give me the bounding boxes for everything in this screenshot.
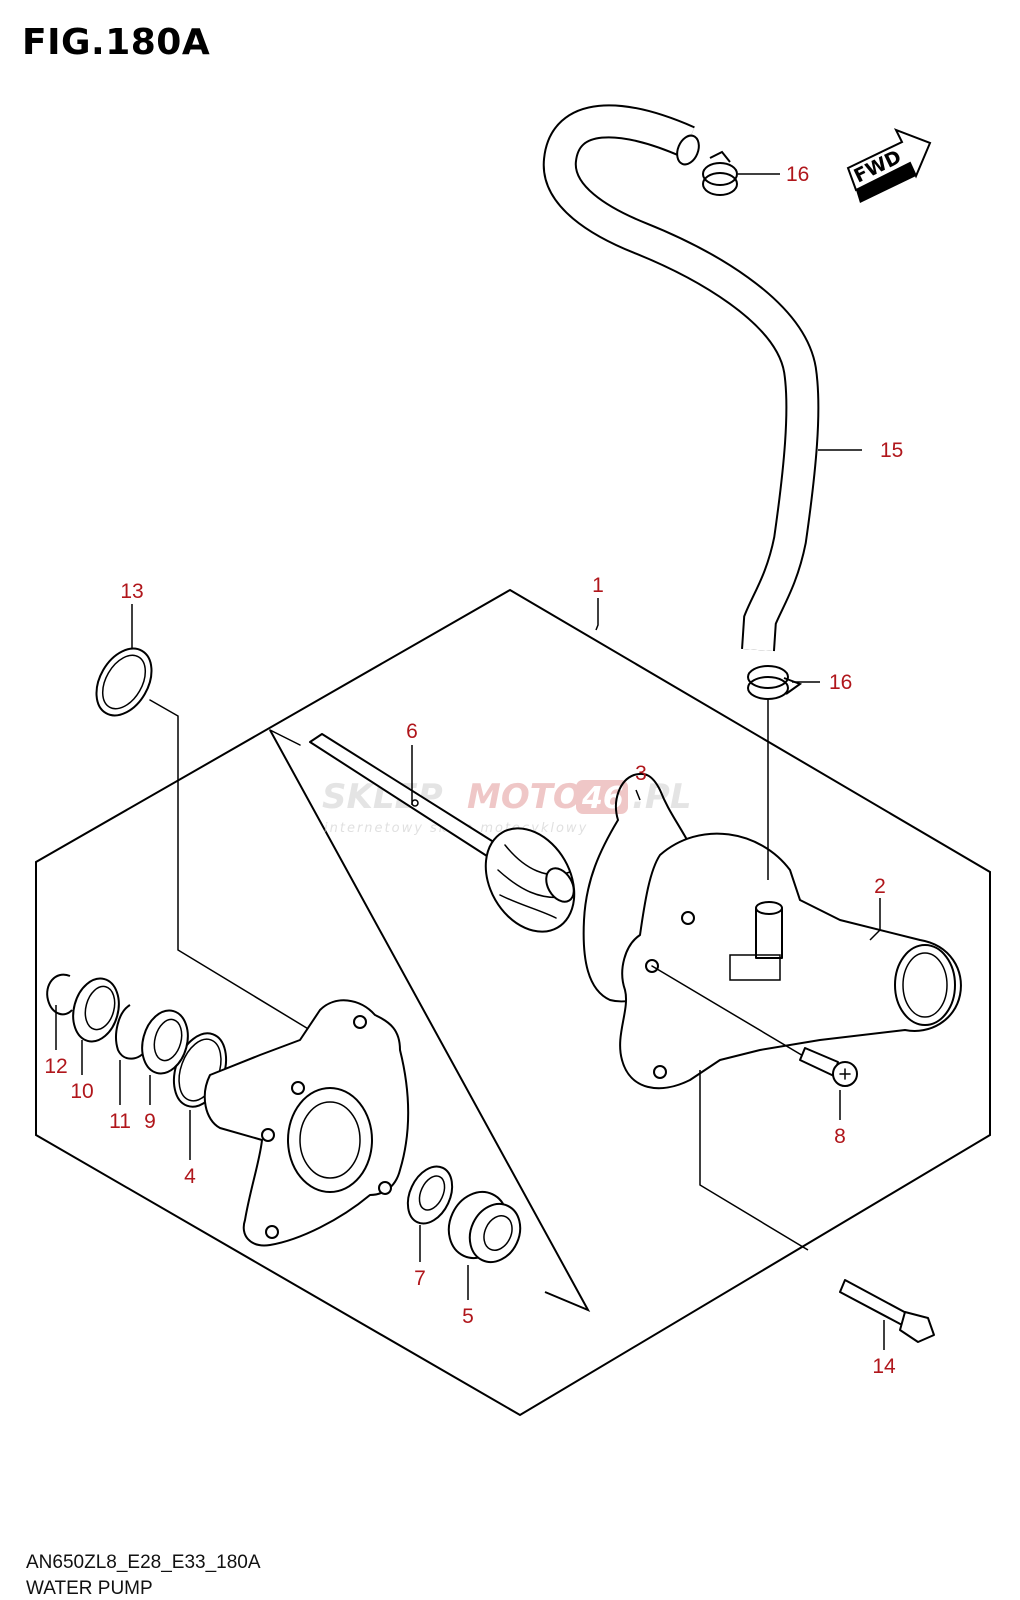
impeller-group-frame	[269, 729, 591, 1313]
callout-7: 7	[414, 1267, 426, 1290]
figure-title: FIG.180A	[22, 22, 211, 63]
hose-clamp-lower	[747, 665, 803, 700]
circlip	[115, 1004, 147, 1060]
model-code: AN650ZL8_E28_E33_180A	[26, 1552, 261, 1573]
fwd-arrow-icon: FWD	[846, 128, 932, 203]
oil-seal	[406, 1165, 454, 1225]
callout-2: 2	[874, 875, 886, 898]
bearing-outer	[72, 977, 120, 1043]
callout-3: 3	[635, 762, 647, 785]
callout-15: 15	[880, 439, 903, 462]
callout-10: 10	[70, 1080, 93, 1103]
figure-name: WATER PUMP	[26, 1578, 153, 1599]
callout-4: 4	[184, 1165, 196, 1188]
o-ring-large	[95, 647, 153, 717]
callout-12: 12	[44, 1055, 67, 1078]
assembly-frame	[35, 588, 991, 1417]
pump-cover	[619, 832, 962, 1090]
mechanical-seal	[447, 1190, 522, 1264]
callout-11: 11	[109, 1110, 131, 1133]
cover-screw	[799, 1047, 858, 1087]
watermark-middle: MOTO	[467, 777, 582, 817]
e-ring	[46, 973, 73, 1016]
leader-lines	[55, 173, 885, 1350]
water-hose	[542, 104, 820, 652]
callout-16-lower: 16	[829, 671, 852, 694]
callout-5: 5	[462, 1305, 474, 1328]
callout-8: 8	[834, 1125, 846, 1148]
mounting-bolt	[839, 1279, 935, 1343]
pump-cover-gasket	[582, 772, 702, 1003]
callout-16-upper: 16	[786, 163, 809, 186]
pump-case	[203, 999, 410, 1247]
hose-clamp-upper	[702, 150, 738, 196]
bearing-inner	[141, 1009, 189, 1075]
callout-1: 1	[592, 574, 604, 597]
callout-6: 6	[406, 720, 418, 743]
shaft-and-impeller	[309, 733, 576, 933]
callout-13: 13	[120, 580, 143, 603]
watermark-suffix: .PL	[632, 777, 692, 817]
callout-9: 9	[144, 1110, 156, 1133]
callout-14: 14	[872, 1355, 896, 1378]
